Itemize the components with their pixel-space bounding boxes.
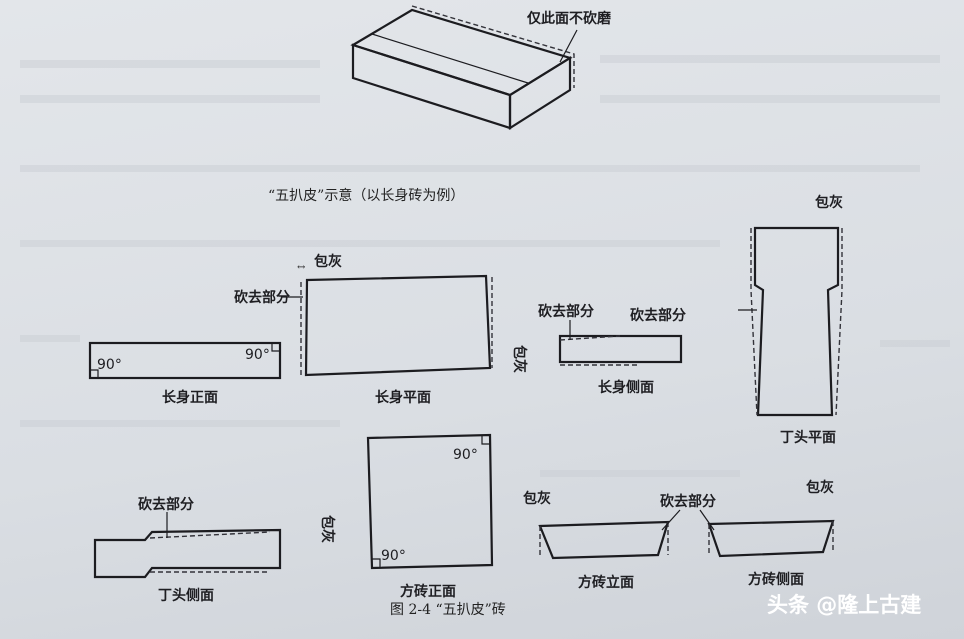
view-label: 丁头侧面 <box>158 587 214 604</box>
baohui-label: 包灰 <box>806 479 834 496</box>
subtitle: “五扒皮”示意（以长身砖为例） <box>268 187 464 204</box>
view-label: 方砖侧面 <box>748 571 804 588</box>
angle-label: 90° <box>381 548 406 564</box>
view-label: 方砖立面 <box>578 574 634 591</box>
kanqu-label: 砍去部分 <box>660 493 716 510</box>
svg-text:↔: ↔ <box>297 262 306 273</box>
view-label: 方砖正面 <box>400 583 456 600</box>
kanqu-label: 砍去部分 <box>538 303 594 320</box>
view-label: 长身平面 <box>375 389 431 406</box>
figure-caption: 图 2-4 “五扒皮”砖 <box>390 602 506 618</box>
fangzhuan-elevation-view <box>538 509 681 560</box>
kanqu-label: 砍去部分 <box>138 496 194 513</box>
dingtou-plan-view <box>738 226 843 417</box>
baohui-label: 包灰 <box>319 515 336 543</box>
kanqu-label: 砍去部分 <box>630 307 686 324</box>
fangzhuan-front-view <box>366 433 494 570</box>
view-label: 长身侧面 <box>598 379 654 396</box>
changshen-side-view <box>558 320 683 366</box>
view-label: 长身正面 <box>162 389 218 406</box>
top-face-label: 仅此面不砍磨 <box>526 10 612 27</box>
fangzhuan-side-view <box>699 509 835 558</box>
view-label: 丁头平面 <box>780 429 836 446</box>
changshen-front-view <box>88 341 282 380</box>
dingtou-side-view <box>93 512 282 579</box>
changshen-plan-view: ↔ <box>282 262 493 377</box>
baohui-label: 包灰 <box>815 194 843 211</box>
kanqu-label: 砍去部分 <box>234 289 290 306</box>
baohui-label: 包灰 <box>511 345 528 373</box>
brick-3d-view <box>350 5 578 130</box>
background-text-ghost <box>20 55 950 477</box>
watermark: 头条 @隆上古建 <box>767 593 921 617</box>
angle-label: 90° <box>97 357 122 373</box>
baohui-label: 包灰 <box>523 490 551 507</box>
angle-label: 90° <box>453 447 478 463</box>
baohui-label: 包灰 <box>314 253 342 270</box>
angle-label: 90° <box>245 347 270 363</box>
